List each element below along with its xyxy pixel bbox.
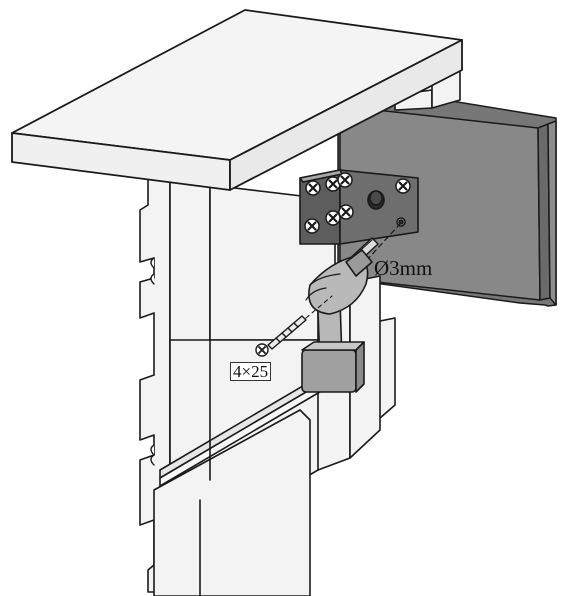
- drill-bit-size-label: Ø3mm: [374, 256, 433, 280]
- shelf-pin-slots: [150, 257, 155, 466]
- screw-head-icon: [325, 210, 341, 226]
- screw-guide-line: [305, 295, 333, 319]
- power-drill-icon: [301, 249, 373, 393]
- screw-size-label: 4×25: [230, 362, 272, 381]
- bracket-screws: [304, 172, 411, 234]
- screw-head-icon: [337, 172, 353, 188]
- top-board: [11, 9, 463, 191]
- screw-head-icon: [304, 218, 320, 234]
- screw-head-icon: [338, 204, 354, 220]
- screw-head-icon: [305, 180, 321, 196]
- screw-head-icon: [395, 178, 411, 194]
- drill-guide-line: [329, 223, 401, 301]
- loose-screw-icon: [255, 315, 307, 357]
